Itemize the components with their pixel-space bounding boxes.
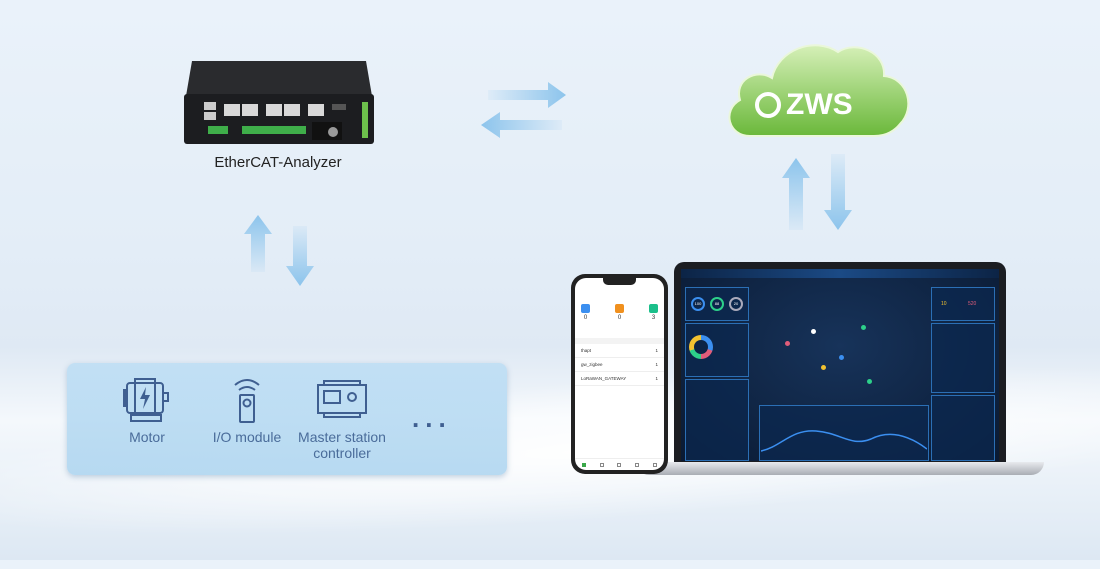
- field-device-label: I/O module: [212, 429, 282, 445]
- map-marker: [811, 329, 816, 334]
- donut-chart: [689, 335, 713, 359]
- map-marker: [839, 355, 844, 360]
- motor-icon: [123, 378, 169, 422]
- bidirectional-arrow-cloud-screens: [782, 154, 852, 230]
- arrow-up-icon: [782, 158, 810, 230]
- arrow-left-icon: [481, 112, 562, 138]
- io-module-icon: [234, 379, 260, 423]
- field-devices-panel: Motor I/O module Master station controll…: [67, 363, 507, 475]
- zws-cloud-logo: ZWS: [728, 44, 910, 137]
- field-device-master-controller: Master station controller: [292, 363, 392, 461]
- map-marker: [785, 341, 790, 346]
- arrow-down-icon: [286, 226, 314, 286]
- tab-icon: [617, 462, 622, 467]
- ethercat-analyzer-device-image: [184, 61, 374, 144]
- field-device-label: Motor: [129, 429, 165, 445]
- field-device-label: Master station controller: [298, 429, 386, 461]
- laptop-screen: 100 88 20 10 520: [674, 262, 1006, 468]
- arrow-down-icon: [824, 154, 852, 230]
- arrow-right-icon: [488, 82, 566, 108]
- stat-item: 3: [649, 304, 658, 321]
- arrow-up-icon: [244, 215, 272, 272]
- tab-icon: [635, 462, 640, 467]
- gauge: 20: [729, 297, 743, 311]
- counter: 520: [968, 301, 977, 307]
- gauge: 100: [691, 297, 705, 311]
- counter: 10: [941, 301, 947, 307]
- bottom-tab-bar[interactable]: [575, 458, 664, 470]
- home-icon: [581, 462, 586, 467]
- bidirectional-arrow-device-field: [244, 215, 314, 286]
- more-devices-ellipsis: ...: [412, 403, 452, 433]
- gauge: 88: [710, 297, 724, 311]
- user-icon: [653, 462, 658, 467]
- device-label: EtherCAT-Analyzer: [214, 154, 342, 171]
- field-device-io-module: I/O module: [202, 363, 292, 445]
- bidirectional-arrow-device-cloud: [481, 82, 566, 138]
- tab-icon: [599, 462, 604, 467]
- map-marker: [867, 379, 872, 384]
- zws-logo-text: ZWS: [786, 88, 853, 121]
- stat-item: 0: [581, 304, 590, 321]
- monitoring-dashboard: 100 88 20 10 520: [681, 269, 999, 461]
- map-marker: [821, 365, 826, 370]
- laptop-base: [636, 462, 1044, 475]
- map-marker: [861, 325, 866, 330]
- wave-chart: [761, 430, 927, 452]
- stat-item: 0: [615, 304, 624, 321]
- controller-icon: [317, 380, 367, 418]
- field-device-motor: Motor: [107, 363, 187, 445]
